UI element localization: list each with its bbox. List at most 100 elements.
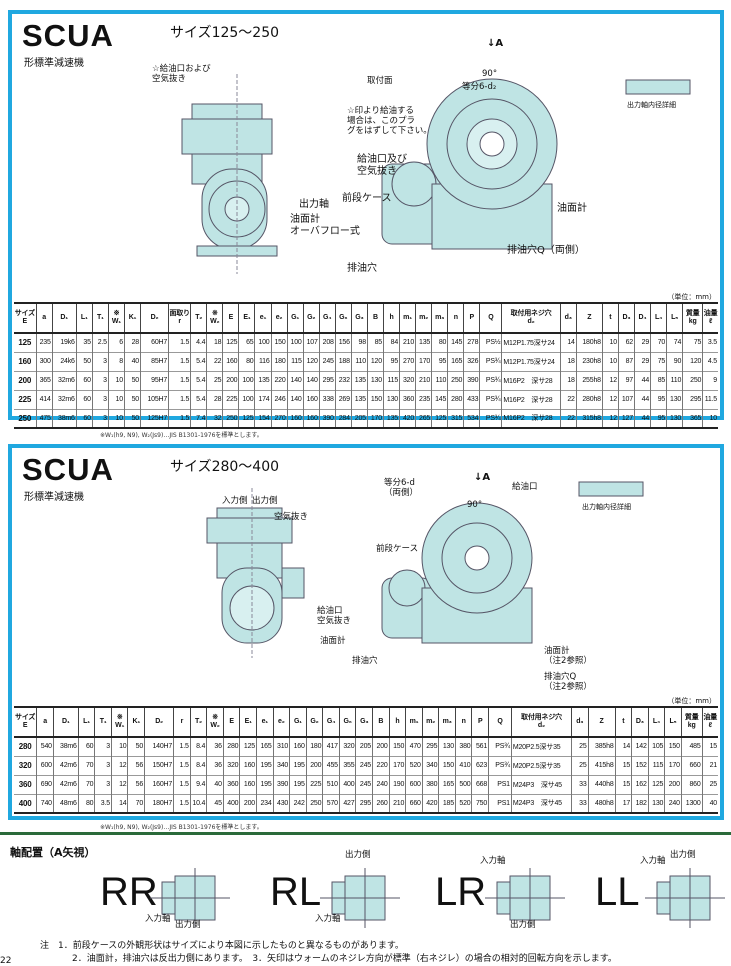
table-cell: 140H7 [144, 736, 174, 756]
table-cell: 50 [127, 736, 145, 756]
table-cell: PS¾ [479, 370, 502, 390]
table-cell: 740 [36, 793, 54, 813]
note-1: 注 1．前段ケースの外観形状はサイズにより本図に示したものと異なるものがあります… [40, 941, 404, 951]
table-cell: 110 [431, 370, 448, 390]
size-cell: 250 [14, 408, 37, 428]
table-cell: 3 [94, 755, 112, 775]
column-header: L₁ [75, 303, 93, 333]
model-title: SCUA [22, 18, 114, 53]
table-cell: 154 [254, 408, 272, 428]
table-cell: 500 [454, 774, 472, 794]
table-cell: 295 [318, 370, 336, 390]
table-cell: 380 [421, 774, 439, 794]
table-cell: 340 [421, 755, 439, 775]
table-cell: 3.5 [94, 793, 112, 813]
table-cell: 50 [123, 408, 141, 428]
label-bore-detail: 出力軸内径詳細 [582, 503, 631, 511]
table-cell: 10.4 [189, 793, 207, 813]
table-cell: 14 [110, 793, 128, 813]
table-cell: 410 [454, 755, 472, 775]
table-cell: 125 [222, 332, 239, 352]
label-bore-detail: 出力軸内径詳細 [627, 101, 676, 109]
label-front-case: 前段ケース [342, 193, 392, 204]
table-cell: 338 [318, 389, 336, 409]
table-cell: 15 [614, 774, 632, 794]
column-header: E₁ [239, 707, 257, 737]
table-cell: 10 [107, 408, 125, 428]
table-cell: 235 [415, 389, 432, 409]
table-cell: 125 [238, 408, 255, 428]
table-cell: 360 [399, 389, 416, 409]
table-cell: 1.5 [168, 332, 191, 352]
table-cell: M16P2 深サ28 [501, 370, 561, 390]
table-cell: 15 [614, 755, 632, 775]
table-cell: 42m6 [52, 774, 79, 794]
table-cell: 12 [601, 408, 619, 428]
table-cell: 250 [222, 408, 239, 428]
table-cell: 11.5 [702, 389, 718, 409]
label-oil-inlet-air: ☆給油口および 空気抜き [152, 64, 211, 84]
table-cell: 60 [75, 389, 93, 409]
table-cell: 100 [254, 332, 272, 352]
table-cell: 1300 [680, 793, 703, 813]
arrangement-diagram [485, 868, 565, 928]
table-cell: 200 [372, 736, 390, 756]
column-header: B [372, 707, 390, 737]
table-cell: 320 [338, 736, 356, 756]
size-cell: 280 [14, 736, 37, 756]
size-cell: 125 [14, 332, 37, 352]
table-cell: 50 [75, 351, 93, 371]
table-cell: 250 [682, 370, 703, 390]
table-cell: PS¾ [488, 736, 512, 756]
table-cell: 280 [447, 389, 464, 409]
column-header: t [614, 707, 632, 737]
table-cell: 62 [617, 332, 635, 352]
table-cell: 115 [286, 351, 304, 371]
column-header: 面取り r [168, 303, 191, 333]
table-cell: 1.5 [173, 793, 191, 813]
table-cell: 225 [305, 774, 323, 794]
table-cell: 160H7 [144, 774, 174, 794]
table-cell: 280h8 [575, 389, 603, 409]
table-cell: 24k6 [51, 351, 77, 371]
table-cell: 29 [633, 351, 651, 371]
table-cell: 50 [123, 370, 141, 390]
table-cell: 510 [322, 774, 340, 794]
table-cell: 80 [238, 351, 255, 371]
table-cell: 3 [91, 389, 109, 409]
table-cell: PS¾ [479, 351, 502, 371]
arrangement-diagram [645, 868, 725, 928]
table-cell: 600 [36, 755, 54, 775]
table-cell: 85H7 [139, 351, 169, 371]
table-cell: 36 [206, 755, 224, 775]
table-cell: 85 [650, 370, 667, 390]
column-header: Q [479, 303, 502, 333]
label-mount-face: 取付面 [367, 76, 393, 86]
table-cell: 200 [239, 793, 257, 813]
table-cell: 246 [270, 389, 288, 409]
table-cell: 240 [372, 774, 390, 794]
table-cell: 195 [289, 755, 307, 775]
table-cell: 150 [388, 736, 406, 756]
table-cell: 95H7 [139, 370, 169, 390]
table-cell: 3 [91, 370, 109, 390]
table-cell: PS1 [488, 774, 512, 794]
label-input-shaft: 入力軸 [315, 914, 341, 924]
table-cell: 160 [302, 408, 320, 428]
column-header: T₁ [94, 707, 112, 737]
table-cell: 115 [647, 755, 665, 775]
table-cell: 4.4 [190, 332, 207, 352]
table-cell: 110 [350, 351, 368, 371]
table-cell: 135 [350, 389, 368, 409]
table-cell: 32 [206, 408, 223, 428]
table-cell: 470 [405, 736, 423, 756]
bore-detail-drawing [578, 481, 644, 497]
column-header: L₅ [664, 707, 682, 737]
table-cell: 390 [318, 408, 336, 428]
label-output-shaft: 出力軸 [299, 199, 329, 210]
table-cell: 300 [35, 351, 53, 371]
